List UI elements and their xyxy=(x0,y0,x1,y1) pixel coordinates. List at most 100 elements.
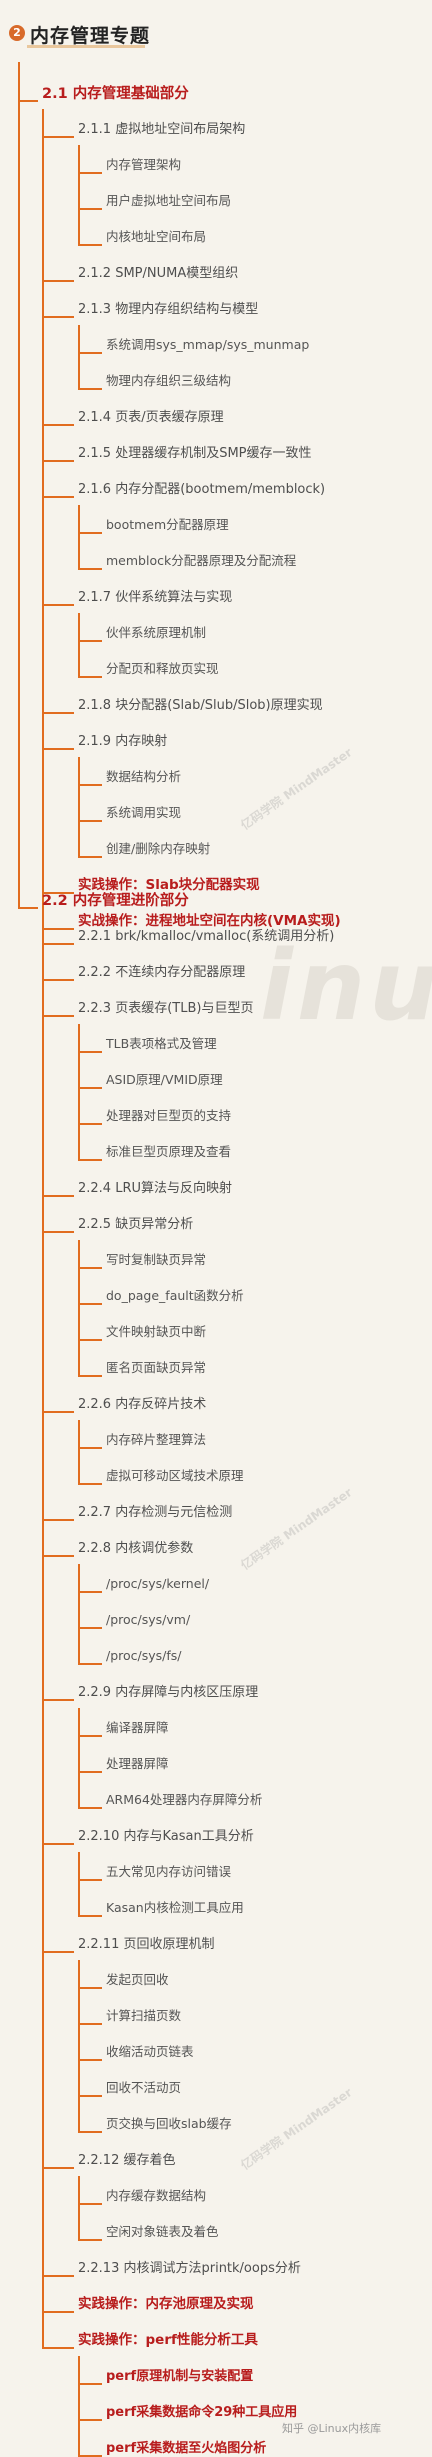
subtopic-branch xyxy=(78,1420,80,1484)
subtopic-connector xyxy=(78,2059,102,2061)
subtopic-connector xyxy=(78,208,102,210)
topic-item: 2.2.8 内核调优参数 xyxy=(78,1541,194,1556)
subtopic-item: 内存碎片整理算法 xyxy=(106,1432,207,1447)
subtopic-branch xyxy=(78,757,80,857)
subtopic-item: 回收不活动页 xyxy=(106,2080,182,2095)
topic-connector xyxy=(42,1699,74,1701)
subtopic-item: 数据结构分析 xyxy=(106,769,182,784)
practice-item: 实战操作：进程地址空间在内核(VMA实现) xyxy=(78,913,341,929)
topic-item: 2.1.2 SMP/NUMA模型组织 xyxy=(78,266,239,281)
topic-item: 2.1.6 内存分配器(bootmem/memblock) xyxy=(78,482,326,497)
topic-item: 2.2.3 页表缓存(TLB)与巨型页 xyxy=(78,1001,254,1016)
subtopic-connector xyxy=(78,1447,102,1449)
section-number-badge: 2 xyxy=(9,25,25,41)
topic-item: 2.2.13 内核调试方法printk/oops分析 xyxy=(78,2261,301,2276)
subtopic-connector xyxy=(78,1051,102,1053)
topic-connector xyxy=(42,1231,74,1233)
subtopic-branch xyxy=(78,1852,80,1916)
subtopic-connector xyxy=(78,1483,102,1485)
topic-item: 2.2.10 内存与Kasan工具分析 xyxy=(78,1829,254,1844)
topic-item: 2.1.4 页表/页表缓存原理 xyxy=(78,410,224,425)
subtopic-connector xyxy=(78,1375,102,1377)
practice-subitem: perf采集数据至火焰图分析 xyxy=(106,2441,267,2456)
subtopic-item: /proc/sys/kernel/ xyxy=(106,1576,210,1591)
subtopic-item: 发起页回收 xyxy=(106,1972,169,1987)
subtopic-connector xyxy=(78,1735,102,1737)
section-branch xyxy=(42,109,44,929)
subtopic-item: 处理器对巨型页的支持 xyxy=(106,1108,232,1123)
section-branch xyxy=(42,916,44,2348)
topic-connector xyxy=(42,1015,74,1017)
subtopic-connector xyxy=(78,352,102,354)
practice-connector xyxy=(42,892,74,894)
practice-sub-connector xyxy=(78,2419,102,2421)
subtopic-connector xyxy=(78,640,102,642)
subtopic-branch xyxy=(78,1708,80,1808)
subtopic-item: 用户虚拟地址空间布局 xyxy=(106,193,232,208)
subtopic-item: 写时复制缺页异常 xyxy=(106,1252,207,1267)
topic-connector xyxy=(42,748,74,750)
subtopic-connector xyxy=(78,1267,102,1269)
topic-connector xyxy=(42,1195,74,1197)
practice-connector xyxy=(42,928,74,930)
subtopic-item: 内存管理架构 xyxy=(106,157,182,172)
topic-connector xyxy=(42,943,74,945)
subtopic-connector xyxy=(78,2131,102,2133)
subtopic-item: 处理器屏障 xyxy=(106,1756,169,1771)
topic-item: 2.2.7 内存检测与元信检测 xyxy=(78,1505,233,1520)
root-branch xyxy=(18,62,20,907)
subtopic-branch xyxy=(78,325,80,389)
subtopic-item: TLB表项格式及管理 xyxy=(106,1036,217,1051)
topic-item: 2.1.7 伙伴系统算法与实现 xyxy=(78,590,233,605)
section-title-2: 2.2 内存管理进阶部分 xyxy=(42,893,189,909)
topic-item: 2.2.1 brk/kmalloc/vmalloc(系统调用分析) xyxy=(78,929,335,944)
subtopic-branch xyxy=(78,505,80,569)
subtopic-item: 标准巨型页原理及查看 xyxy=(106,1144,232,1159)
subtopic-item: ARM64处理器内存屏障分析 xyxy=(106,1792,263,1807)
subtopic-item: 系统调用sys_mmap/sys_munmap xyxy=(106,337,310,352)
subtopic-connector xyxy=(78,1771,102,1773)
subtopic-connector xyxy=(78,2239,102,2241)
subtopic-item: 分配页和释放页实现 xyxy=(106,661,219,676)
title-underline xyxy=(27,45,145,48)
topic-connector xyxy=(42,2275,74,2277)
topic-item: 2.2.5 缺页异常分析 xyxy=(78,1217,194,1232)
section-connector xyxy=(18,100,38,102)
subtopic-connector xyxy=(78,1879,102,1881)
topic-connector xyxy=(42,1843,74,1845)
topic-item: 2.1.8 块分配器(Slab/Slub/Slob)原理实现 xyxy=(78,698,323,713)
practice-item: 实践操作：Slab块分配器实现 xyxy=(78,877,260,893)
subtopic-item: 匿名页面缺页异常 xyxy=(106,1360,207,1375)
subtopic-connector xyxy=(78,172,102,174)
subtopic-connector xyxy=(78,1087,102,1089)
subtopic-item: 空闲对象链表及着色 xyxy=(106,2224,219,2239)
subtopic-item: 内核地址空间布局 xyxy=(106,229,207,244)
topic-connector xyxy=(42,136,74,138)
subtopic-item: /proc/sys/vm/ xyxy=(106,1612,191,1627)
topic-item: 2.1.9 内存映射 xyxy=(78,734,168,749)
subtopic-connector xyxy=(78,244,102,246)
subtopic-connector xyxy=(78,856,102,858)
footer-credit: 知乎 @Linux内核库 xyxy=(282,2422,382,2435)
topic-connector xyxy=(42,424,74,426)
subtopic-item: 计算扫描页数 xyxy=(106,2008,182,2023)
subtopic-connector xyxy=(78,1339,102,1341)
subtopic-connector xyxy=(78,1807,102,1809)
section-connector xyxy=(18,907,38,909)
subtopic-branch xyxy=(78,145,80,245)
subtopic-connector xyxy=(78,2095,102,2097)
subtopic-connector xyxy=(78,388,102,390)
topic-connector xyxy=(42,979,74,981)
subtopic-item: /proc/sys/fs/ xyxy=(106,1648,182,1663)
topic-connector xyxy=(42,280,74,282)
subtopic-connector xyxy=(78,1663,102,1665)
subtopic-connector xyxy=(78,1627,102,1629)
topic-item: 2.2.2 不连续内存分配器原理 xyxy=(78,965,246,980)
topic-connector xyxy=(42,496,74,498)
subtopic-connector xyxy=(78,1303,102,1305)
practice-sub-branch xyxy=(78,2356,80,2456)
topic-item: 2.2.4 LRU算法与反向映射 xyxy=(78,1181,233,1196)
topic-connector xyxy=(42,604,74,606)
practice-connector xyxy=(42,2347,74,2349)
practice-sub-connector xyxy=(78,2383,102,2385)
